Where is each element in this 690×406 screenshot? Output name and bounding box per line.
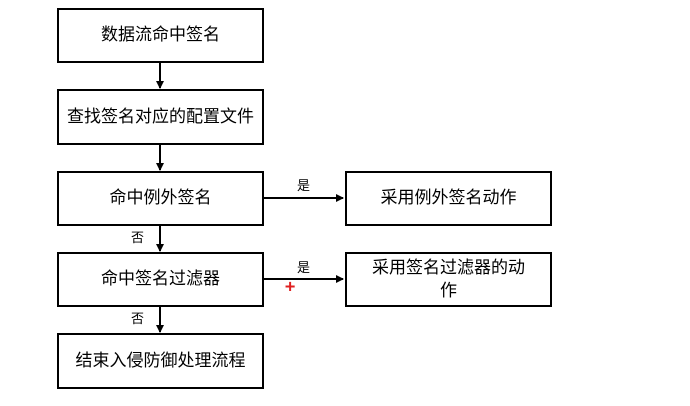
crosshair-cursor-icon: + [285,277,296,297]
node-use-exception-action-label: 采用例外签名动作 [380,188,517,208]
node-use-filter-action: 采用签名过滤器的动作 [345,252,552,307]
node-hit-filter: 命中签名过滤器 [57,252,264,307]
edge-label-exception-yes: 是 [297,179,311,194]
node-end: 结束入侵防御处理流程 [57,333,264,389]
node-find-config: 查找签名对应的配置文件 [57,89,264,145]
node-hit-exception-label: 命中例外签名 [109,188,212,208]
node-find-config-label: 查找签名对应的配置文件 [67,106,254,127]
edge-label-exception-no: 否 [131,231,145,246]
node-start-label: 数据流命中签名 [101,25,220,45]
edge-label-filter-no: 否 [131,312,145,327]
node-hit-filter-label: 命中签名过滤器 [101,269,220,289]
node-use-filter-action-label: 采用签名过滤器的动作 [372,257,525,301]
node-end-label: 结束入侵防御处理流程 [75,350,246,371]
node-start: 数据流命中签名 [57,8,264,63]
node-hit-exception: 命中例外签名 [57,171,264,226]
edge-label-filter-yes: 是 [297,261,311,276]
node-use-exception-action: 采用例外签名动作 [345,171,552,226]
